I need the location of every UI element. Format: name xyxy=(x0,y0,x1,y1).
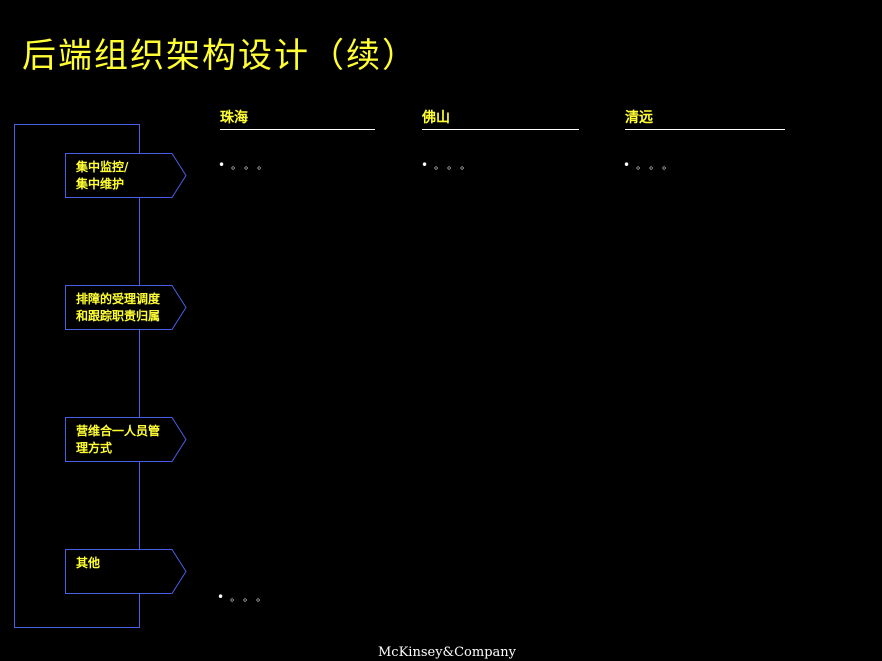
category-tag-fault-handling: 排障的受理调度 和跟踪职责归属 xyxy=(65,285,187,330)
category-tag-staff-management: 营维合一人员管 理方式 xyxy=(65,417,187,462)
arrow-tag-shape xyxy=(65,285,187,330)
category-label: 营维合一人员管 理方式 xyxy=(76,424,161,455)
category-label: 集中监控/ 集中维护 xyxy=(76,160,129,191)
bullet-qingyuan: •。。。 xyxy=(623,158,681,172)
category-label: 排障的受理调度 和跟踪职责归属 xyxy=(76,292,161,323)
column-header-foshan: 佛山 xyxy=(422,107,579,130)
bullet-icon: • xyxy=(623,158,631,172)
category-tag-other: 其他 xyxy=(65,549,187,594)
column-header-qingyuan: 清远 xyxy=(625,107,785,130)
arrow-tag-shape xyxy=(65,549,187,594)
bullet-icon: • xyxy=(218,158,226,172)
category-tag-monitoring: 集中监控/ 集中维护 xyxy=(65,153,187,198)
bullet-other: •。。。 xyxy=(217,590,275,604)
category-frame xyxy=(14,124,140,628)
bullet-icon: • xyxy=(217,590,225,604)
footer-logo: McKinsey&Company xyxy=(378,645,517,660)
bullet-zhuhai: •。。。 xyxy=(218,158,276,172)
category-label: 其他 xyxy=(76,556,101,570)
bullet-icon: • xyxy=(421,158,429,172)
arrow-tag-shape xyxy=(65,417,187,462)
bullet-foshan: •。。。 xyxy=(421,158,479,172)
page-title: 后端组织架构设计（续） xyxy=(22,36,418,76)
arrow-tag-shape xyxy=(65,153,187,198)
column-header-zhuhai: 珠海 xyxy=(220,107,375,130)
